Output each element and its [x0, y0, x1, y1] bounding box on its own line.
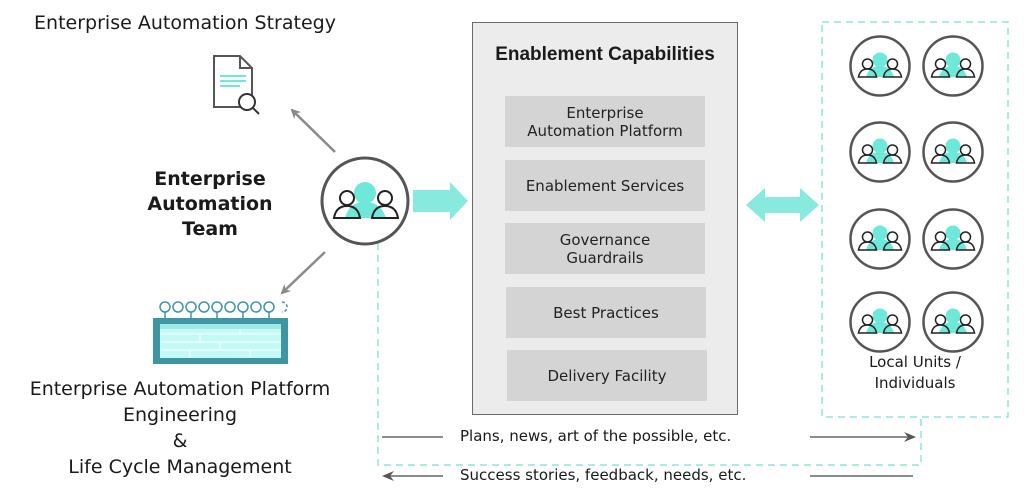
- capability-label: Governance: [559, 230, 651, 249]
- local-units-label: Local Units / Individuals: [822, 352, 1008, 394]
- group-icon[interactable]: [921, 290, 985, 354]
- platform-label-line: &: [172, 430, 188, 452]
- team-label-line: Enterprise: [154, 168, 266, 190]
- team-label-line: Automation: [147, 193, 273, 215]
- flow-inbound-label: Success stories, feedback, needs, etc.: [460, 466, 747, 484]
- strategy-label: Enterprise Automation Strategy: [34, 12, 336, 34]
- capability-item[interactable]: Delivery Facility: [507, 350, 707, 401]
- team-group-icon[interactable]: [319, 155, 411, 247]
- group-icon[interactable]: [921, 207, 985, 271]
- platform-label-line: Life Cycle Management: [68, 456, 292, 478]
- team-label-line: Team: [182, 218, 238, 240]
- group-icon[interactable]: [848, 207, 912, 271]
- capabilities-panel: [472, 22, 738, 415]
- capability-item[interactable]: Best Practices: [506, 287, 706, 338]
- group-icon[interactable]: [921, 34, 985, 98]
- local-units-label-line: Local Units /: [869, 353, 961, 371]
- platform-label-line: Engineering: [123, 404, 237, 426]
- arrow-team-to-capabilities: [413, 182, 468, 220]
- local-units-box: [821, 21, 1009, 418]
- arrow-capabilities-local-units: [746, 188, 819, 222]
- capability-label: Enterprise: [566, 103, 644, 122]
- arrow-team-to-platform: [280, 251, 326, 295]
- group-icon[interactable]: [848, 120, 912, 184]
- local-units-label-line: Individuals: [874, 374, 956, 392]
- capability-label: Automation Platform: [527, 121, 683, 140]
- capability-label: Enablement Services: [525, 176, 685, 195]
- group-icon[interactable]: [848, 290, 912, 354]
- capability-label: Guardrails: [566, 248, 644, 267]
- capability-label: Delivery Facility: [547, 366, 667, 385]
- platform-label: Enterprise Automation Platform Engineeri…: [0, 376, 360, 480]
- group-icon[interactable]: [848, 34, 912, 98]
- capabilities-title: Enablement Capabilities: [495, 44, 715, 65]
- capability-label: Best Practices: [553, 303, 659, 322]
- arrow-team-to-strategy: [290, 108, 336, 153]
- team-label: Enterprise Automation Team: [140, 167, 280, 242]
- dashed-loop: [377, 243, 922, 466]
- platform-label-line: Enterprise Automation Platform: [29, 378, 331, 400]
- platform-server-icon: [153, 301, 288, 364]
- flow-outbound-label: Plans, news, art of the possible, etc.: [460, 427, 732, 445]
- document-search-icon: [213, 55, 260, 115]
- capability-item[interactable]: Enablement Services: [505, 160, 705, 211]
- group-icon[interactable]: [921, 120, 985, 184]
